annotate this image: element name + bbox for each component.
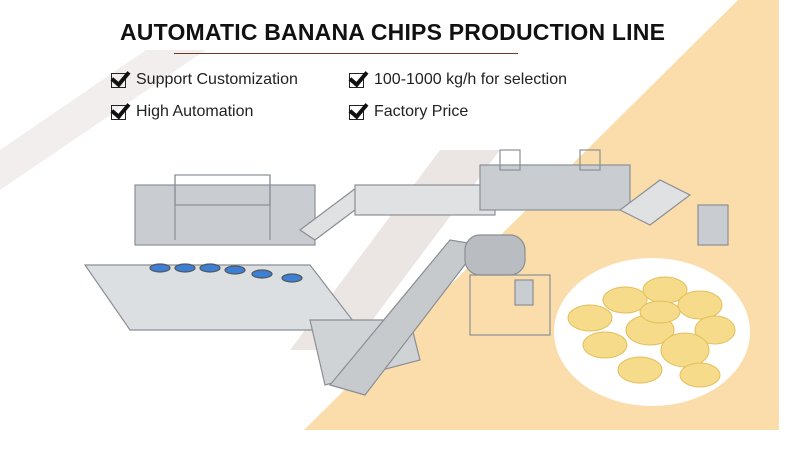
feature-label: High Automation xyxy=(136,103,254,120)
checkbox-checked-icon xyxy=(349,72,364,88)
feature-label: Factory Price xyxy=(374,103,469,120)
feature-item: Support Customization xyxy=(111,71,298,89)
checkbox-checked-icon xyxy=(349,104,364,120)
banana-chips-image xyxy=(567,276,736,388)
title-box: AUTOMATIC BANANA CHIPS PRODUCTION LINE xyxy=(112,14,674,50)
production-line-machinery-image xyxy=(83,149,729,396)
checkbox-checked-icon xyxy=(111,72,126,88)
feature-item: Factory Price xyxy=(349,103,468,121)
feature-item: High Automation xyxy=(111,103,253,121)
title-divider xyxy=(174,53,518,54)
feature-label: Support Customization xyxy=(136,71,298,88)
feature-item: 100-1000 kg/h for selection xyxy=(349,71,567,89)
feature-label: 100-1000 kg/h for selection xyxy=(374,71,568,88)
page-title: AUTOMATIC BANANA CHIPS PRODUCTION LINE xyxy=(120,18,666,45)
checkbox-checked-icon xyxy=(111,104,126,120)
